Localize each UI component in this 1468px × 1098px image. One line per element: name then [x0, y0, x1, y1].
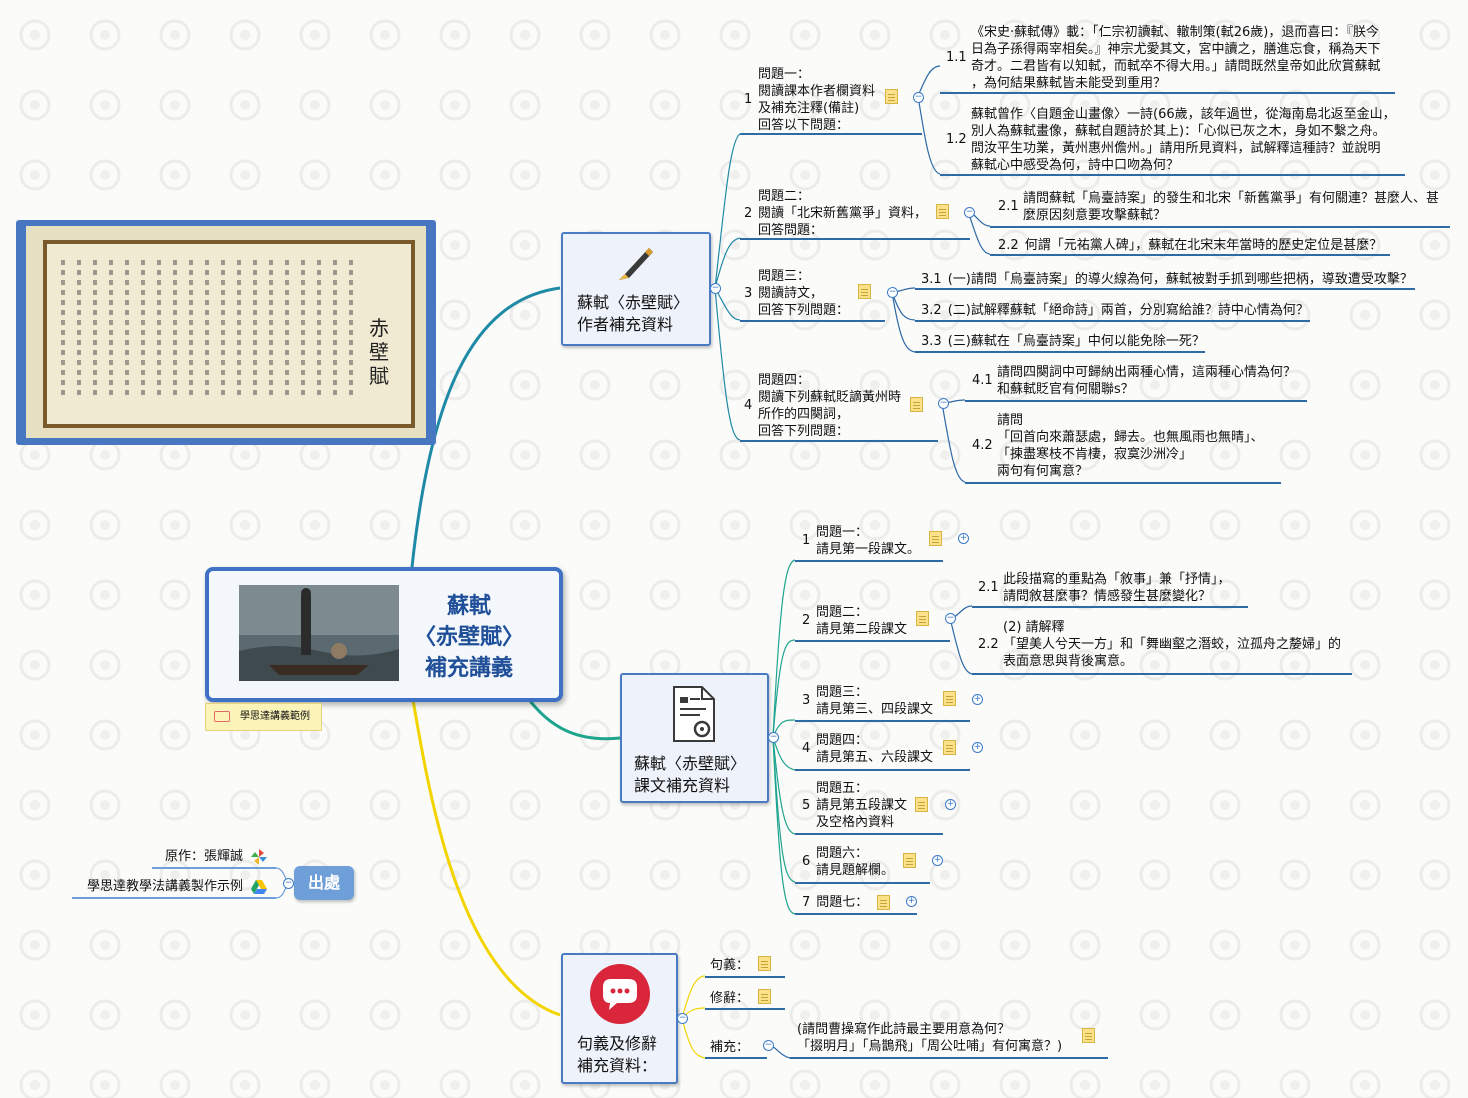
text-question-1[interactable]: 1 問題一：請見第一段課文。 [802, 525, 921, 557]
expand-toggle[interactable]: + [972, 694, 983, 705]
note-icon[interactable] [903, 853, 916, 868]
central-title-line3: 補充講義 [424, 656, 513, 681]
note-icon[interactable] [943, 691, 956, 706]
author-question-3-3[interactable]: 3.3(三)蘇軾在「烏臺詩案」中何以能免除一死？ [921, 334, 1205, 349]
scroll-poem-title: 赤壁賦 [369, 316, 389, 388]
branch-author-title-line1: 蘇軾〈赤壁賦〉 [577, 293, 690, 312]
note-icon[interactable] [877, 895, 890, 910]
note-icon[interactable] [758, 956, 771, 971]
note-icon[interactable] [936, 204, 949, 219]
expand-toggle[interactable]: + [972, 742, 983, 753]
source-author[interactable]: 原作：張輝誠 [165, 848, 268, 865]
branch-text-title-line1: 蘇軾〈赤壁賦〉 [634, 754, 747, 773]
central-topic[interactable]: 蘇軾 〈赤壁賦〉 補充講義 [205, 567, 563, 702]
collapse-toggle[interactable]: − [945, 613, 956, 624]
author-question-4-2[interactable]: 4.2 請問 「回首向來蕭瑟處，歸去。也無風雨也無晴」、 「揀盡寒枝不肯棲，寂寞… [972, 413, 1264, 479]
branch-rhetoric-title-line1: 句義及修辭 [577, 1034, 658, 1053]
note-icon[interactable] [916, 611, 929, 626]
branch-author-title-line2: 作者補充資料 [577, 315, 674, 334]
rhetoric-item[interactable]: 修辭： [710, 991, 750, 1006]
text-question-4[interactable]: 4 問題四：請見第五、六段課文 [802, 733, 934, 765]
text-question-6[interactable]: 6 問題六：請見題解欄。 [802, 846, 895, 878]
google-drive-icon [251, 879, 268, 894]
author-question-3-1[interactable]: 3.1(一)請問「烏臺詩案」的導火線為何，蘇軾被對手抓到哪些把柄，導致遭受攻擊？ [921, 272, 1413, 287]
text-question-2-2[interactable]: 2.2 (2) 請解釋「望美人兮天一方」和「舞幽壑之潛蛟，泣孤舟之嫠婦」的表面意… [978, 620, 1342, 669]
collapse-toggle[interactable]: − [887, 287, 898, 298]
collapse-toggle[interactable]: − [938, 398, 949, 409]
source-topic[interactable]: 出處 [294, 866, 354, 900]
branch-sentence-rhetoric[interactable]: 句義及修辭 補充資料： [561, 953, 678, 1084]
branch-text-info[interactable]: 蘇軾〈赤壁賦〉 課文補充資料 [620, 673, 769, 803]
author-question-2-1[interactable]: 2.1 請問蘇軾「烏臺詩案」的發生和北宋「新舊黨爭」有何關連？甚麼人、甚 麼原因… [998, 191, 1440, 223]
chat-bubble-icon [590, 964, 650, 1024]
note-icon[interactable] [915, 797, 928, 812]
central-title-line2: 〈赤壁賦〉 [414, 625, 525, 650]
text-question-5[interactable]: 5 問題五：請見第五段課文及空格內資料 [802, 781, 908, 830]
text-question-2[interactable]: 2 問題二：請見第二段課文 [802, 605, 908, 637]
note-icon[interactable] [885, 89, 898, 104]
scroll-image[interactable]: 赤壁賦 [16, 220, 436, 445]
note-icon[interactable] [858, 284, 871, 299]
author-question-1-2[interactable]: 1.2 蘇軾曾作〈自題金山畫像〉一詩(66歲，該年過世，從海南島北返至金山， 別… [946, 107, 1396, 173]
supplement-note[interactable]: (請問曹操寫作此詩最主要用意為何？ 「掇明月」「烏鵲飛」「周公吐哺」有何寓意？) [797, 1022, 1063, 1054]
source-maker[interactable]: 學思達教學法講義製作示例 [87, 878, 268, 895]
collapse-toggle[interactable]: − [710, 283, 721, 294]
painting-image [239, 585, 399, 681]
sentence-meaning-item[interactable]: 句義： [710, 958, 750, 973]
badge-icon [214, 710, 230, 722]
author-question-3[interactable]: 3 問題三： 閱讀詩文， 回答下列問題： [744, 269, 850, 318]
pinwheel-icon [251, 848, 268, 865]
author-question-4-1[interactable]: 4.1 請問四闋詞中可歸納出兩種心情，這兩種心情為何？ 和蘇軾貶官有何關聯s？ [972, 365, 1297, 397]
example-badge[interactable]: 學思達講義範例 [205, 703, 322, 731]
pen-icon [619, 248, 653, 280]
author-question-3-2[interactable]: 3.2(二)試解釋蘇軾「絕命詩」兩首，分別寫給誰？詩中心情為何？ [921, 303, 1309, 318]
collapse-toggle[interactable]: − [913, 92, 924, 103]
author-question-1[interactable]: 1 問題一： 閱讀課本作者欄資料 及補充注釋(備註) 回答以下問題： [744, 67, 876, 133]
text-question-2-1[interactable]: 2.1 此段描寫的重點為「敘事」兼「抒情」，請問敘甚麼事？情感發生甚麼變化？ [978, 572, 1231, 604]
branch-author-info[interactable]: 蘇軾〈赤壁賦〉 作者補充資料 [561, 232, 711, 346]
collapse-toggle[interactable]: − [763, 1040, 774, 1051]
collapse-toggle[interactable]: − [964, 207, 975, 218]
note-icon[interactable] [943, 740, 956, 755]
branch-text-title-line2: 課文補充資料 [634, 776, 731, 795]
author-question-2[interactable]: 2 問題二： 閱讀「北宋新舊黨爭」資料， 回答問題： [744, 189, 928, 238]
expand-toggle[interactable]: + [945, 799, 956, 810]
note-icon[interactable] [1082, 1028, 1095, 1043]
collapse-toggle[interactable]: − [677, 1013, 688, 1024]
note-icon[interactable] [910, 397, 923, 412]
text-question-3[interactable]: 3 問題三：請見第三、四段課文 [802, 685, 934, 717]
branch-rhetoric-title-line2: 補充資料： [577, 1056, 658, 1075]
collapse-toggle[interactable]: − [768, 732, 779, 743]
collapse-toggle[interactable]: − [283, 878, 294, 889]
document-gear-icon [673, 686, 715, 742]
supplement-item[interactable]: 補充： [710, 1040, 750, 1055]
expand-toggle[interactable]: + [958, 533, 969, 544]
central-title-line1: 蘇軾 [446, 594, 491, 619]
badge-label: 學思達講義範例 [240, 711, 310, 722]
note-icon[interactable] [758, 989, 771, 1004]
note-icon[interactable] [929, 531, 942, 546]
expand-toggle[interactable]: + [906, 896, 917, 907]
author-question-4[interactable]: 4 問題四： 閱讀下列蘇軾貶謫黃州時 所作的四闋詞， 回答下列問題： [744, 373, 902, 439]
author-question-1-1[interactable]: 1.1 《宋史‧蘇軾傳》載：「仁宗初讀軾、轍制策(軾26歲)，退而喜曰：『朕今 … [946, 25, 1381, 91]
expand-toggle[interactable]: + [932, 855, 943, 866]
